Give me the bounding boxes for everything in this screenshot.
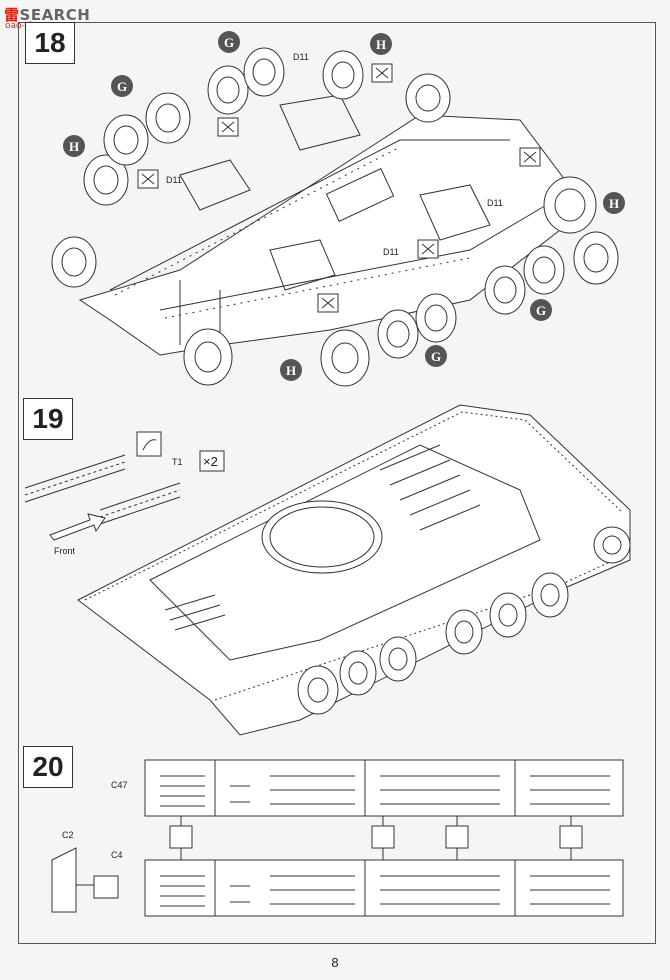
- hull-top-edge: [109, 139, 510, 291]
- badge-h: [370, 33, 392, 55]
- qty-label: ×2: [203, 454, 218, 469]
- badge-g-text: G: [117, 79, 127, 94]
- hull-front-lines: [179, 280, 221, 345]
- track-links-top: [84, 411, 623, 601]
- step-20-diagram: C47 C4 C2: [51, 759, 624, 917]
- badge-g: [111, 75, 133, 97]
- hull-side-edge: [159, 199, 556, 311]
- front-arrow-icon: [49, 513, 106, 541]
- step-19-number: 19: [23, 398, 73, 440]
- part-c2-bracket: [93, 875, 119, 899]
- track-links-bottom: [214, 554, 626, 701]
- step-18-diagram: G G H H H G G H D11 D11 D11 D11: [51, 31, 625, 387]
- turret-ring-inner: [269, 506, 375, 568]
- road-wheel-hubs-19: [307, 535, 622, 703]
- road-wheels: [51, 47, 619, 387]
- label-d11: D11: [487, 198, 503, 208]
- skirt-c47-dividers: [214, 760, 516, 816]
- track-t1-links: [99, 489, 181, 518]
- page-number: 8: [331, 955, 339, 970]
- engine-deck-grilles: [379, 444, 481, 531]
- badge-h: [280, 359, 302, 381]
- skirt-brackets: [169, 825, 583, 849]
- turret-ring: [261, 500, 383, 574]
- badge-g-text: G: [431, 349, 441, 364]
- label-d11: D11: [293, 52, 309, 62]
- badge-g-text: G: [224, 35, 234, 50]
- step-19-diagram: T1 ×2 Front: [24, 404, 631, 736]
- rivet-row-1: [114, 146, 401, 296]
- rivet-row-2: [164, 257, 471, 319]
- badge-g: [530, 299, 552, 321]
- hull-access-panel: [325, 168, 395, 222]
- label-c2: C2: [62, 830, 74, 840]
- part-badges: G G H H H G G H: [63, 31, 625, 381]
- road-wheels-19: [297, 526, 631, 715]
- t1-label: T1: [172, 457, 183, 467]
- skirt-c4: [144, 859, 624, 917]
- front-hatch-slots: [164, 594, 226, 631]
- badge-h: [603, 192, 625, 214]
- track-length-t1: [99, 482, 181, 525]
- cement-icon: [136, 431, 162, 457]
- step-18-number: 18: [25, 22, 75, 64]
- skirt-c47: [144, 759, 624, 817]
- badge-g-text: G: [536, 303, 546, 318]
- hull-outline: [78, 114, 566, 356]
- page-frame: [18, 22, 656, 944]
- badge-h-text: H: [69, 139, 79, 154]
- suspension-bogies: [179, 94, 491, 291]
- label-d11: D11: [383, 247, 399, 257]
- part-c2: [51, 847, 77, 913]
- cement-drop-icon: [142, 439, 157, 451]
- badge-h-text: H: [286, 363, 296, 378]
- skirt-c4-dividers: [214, 860, 516, 916]
- glue-icons: [137, 63, 541, 313]
- badge-h-text: H: [609, 196, 619, 211]
- label-c47: C47: [111, 780, 128, 790]
- badge-g: [218, 31, 240, 53]
- badge-h-text: H: [376, 37, 386, 52]
- track-length-links: [24, 461, 126, 496]
- badge-h: [63, 135, 85, 157]
- watermark: 雷SEARCH: [4, 6, 91, 24]
- track-length-left: [24, 454, 126, 503]
- assembly-leader-lines: [180, 816, 572, 860]
- label-d11: D11: [166, 175, 182, 185]
- skirt-c4-slots: [160, 875, 610, 907]
- step-20-number: 20: [23, 746, 73, 788]
- skirt-c47-slots: [160, 775, 610, 807]
- badge-g: [425, 345, 447, 367]
- label-c4: C4: [111, 850, 123, 860]
- qty-box: [199, 450, 225, 472]
- front-label: Front: [54, 546, 76, 556]
